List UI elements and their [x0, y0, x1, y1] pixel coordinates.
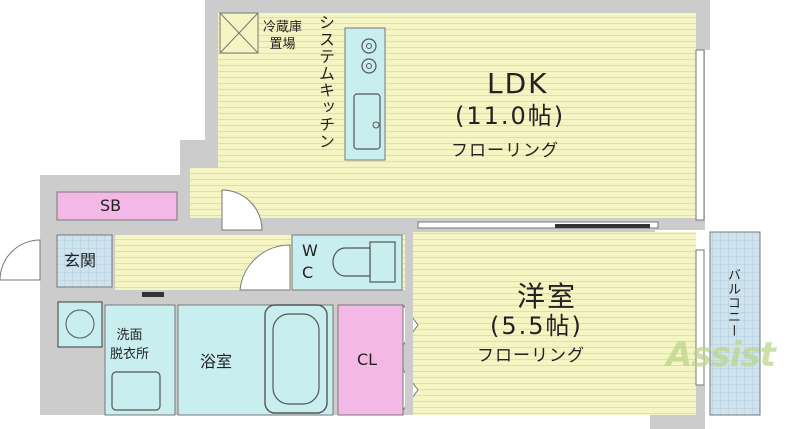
ldk-name: LDK: [487, 67, 549, 100]
partition-wall: [405, 218, 413, 415]
stove-burner-icon: [361, 58, 377, 74]
washbasin-icon: [111, 371, 161, 411]
toilet-tank-icon: [369, 241, 396, 283]
ldk-size: (11.0帖): [455, 102, 566, 130]
window-frame: [695, 249, 705, 386]
stove-burner-icon: [366, 43, 372, 49]
bathtub-icon: [264, 304, 328, 414]
entrance-label: 玄関: [64, 251, 97, 270]
western-size: (5.5帖): [490, 312, 583, 340]
sliding-door: [417, 221, 659, 229]
balcony-area: [709, 231, 761, 416]
toilet-bowl-icon: [332, 247, 371, 277]
western-floor-type: フローリング: [477, 346, 585, 366]
sb-label: SB: [100, 196, 122, 215]
closet-room: [337, 304, 404, 416]
bathroom-label: 浴室: [200, 352, 233, 371]
entrance-door-icon: [0, 239, 41, 281]
western-floor: [412, 232, 696, 415]
fridge-space-label: 冷蔵庫 置場: [263, 20, 303, 52]
ldk-door-icon: [221, 189, 263, 231]
wc-door-icon: [239, 244, 291, 291]
stove-burner-icon: [366, 63, 372, 69]
entrance-floor: [56, 234, 113, 288]
assist-logo: Assist: [666, 335, 776, 375]
ldk-floor-type: フローリング: [451, 141, 559, 161]
window-frame: [695, 49, 705, 221]
closet-label: CL: [357, 350, 378, 369]
sink-icon: [353, 93, 381, 150]
stove-burner-icon: [361, 38, 377, 54]
system-kitchen-label: システムキッチン: [316, 14, 335, 150]
washroom-label: 洗面 脱衣所: [110, 328, 150, 362]
sb-shelf: [56, 191, 178, 221]
washing-machine-icon: [57, 301, 103, 348]
wc-label: W C: [302, 241, 318, 282]
ldk-floor: [218, 13, 696, 218]
western-name: 洋室: [517, 280, 578, 313]
balcony-label: バルコニー: [725, 268, 740, 338]
